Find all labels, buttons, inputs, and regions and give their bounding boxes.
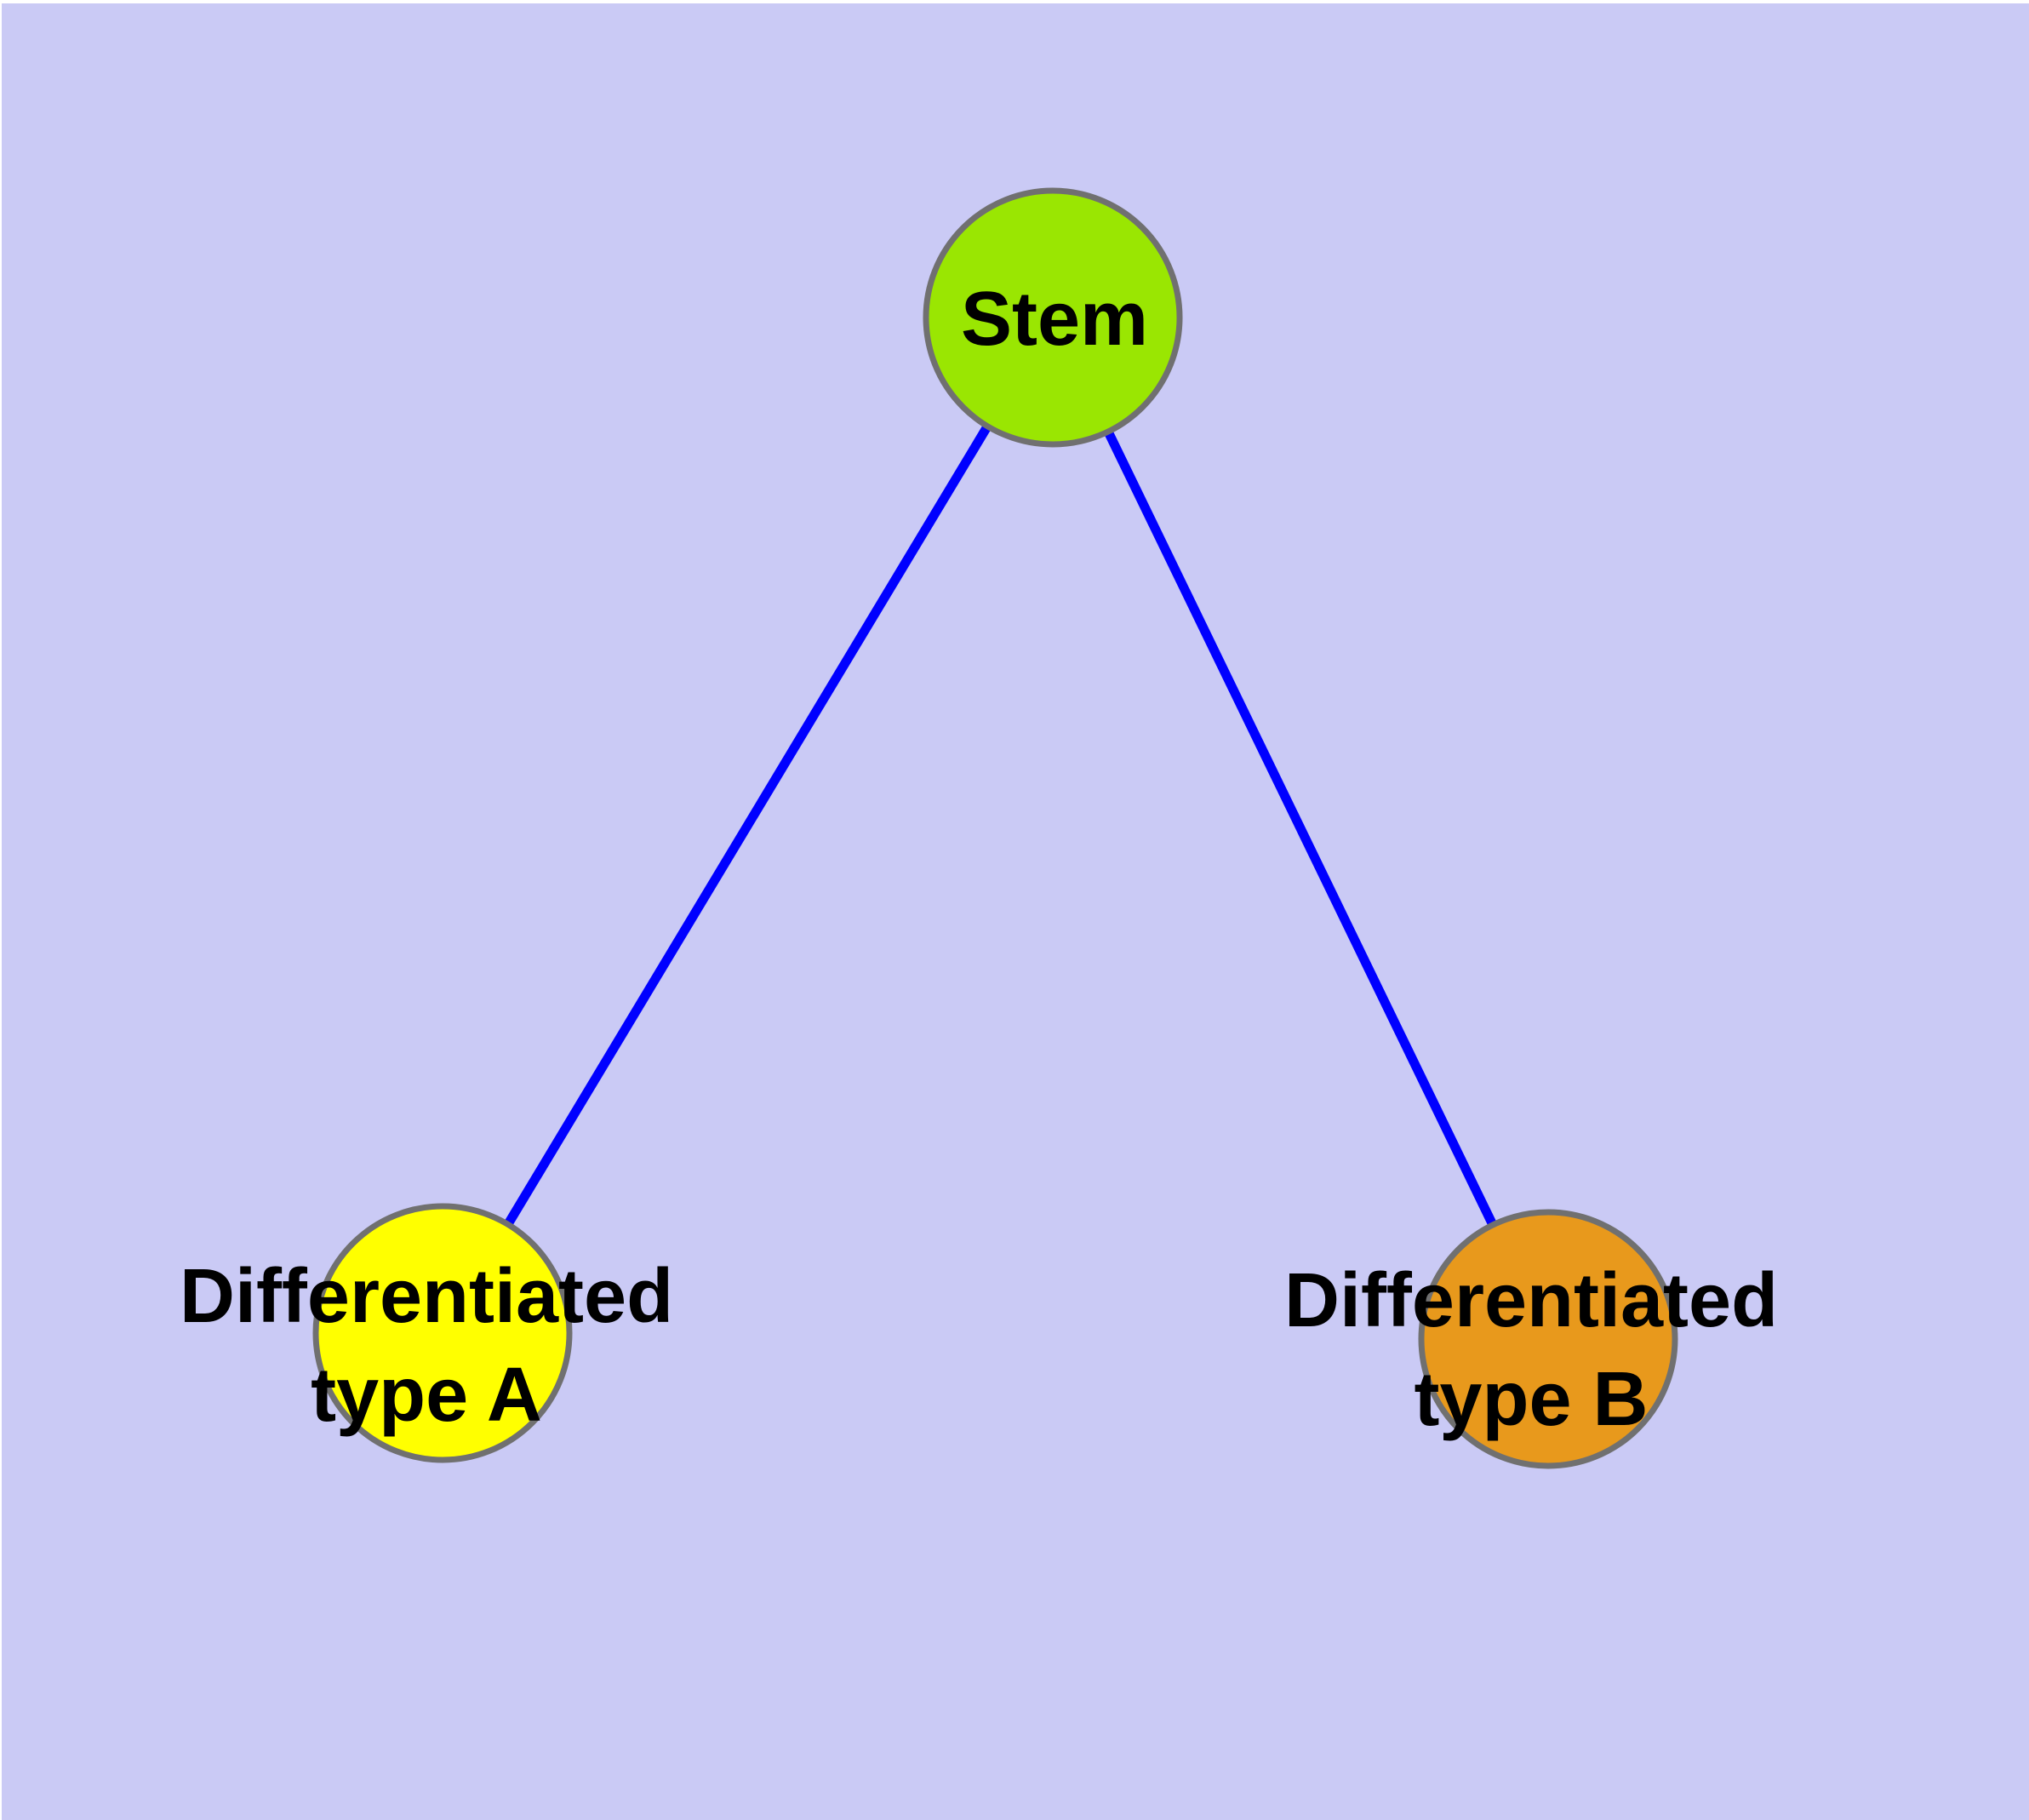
node-differentiated-type-a: [312, 1203, 573, 1463]
node-stem: [923, 187, 1183, 448]
node-label-stem: Stem: [960, 277, 1149, 362]
node-label-differentiated-type-b: Differentiated type B: [1283, 1258, 1779, 1442]
node-label-differentiated-type-a: Differentiated type A: [179, 1254, 674, 1438]
edge-stem-to-type-a: [438, 315, 1057, 1336]
edge-stem-to-type-b: [1049, 315, 1552, 1342]
node-differentiated-type-b: [1418, 1209, 1678, 1469]
